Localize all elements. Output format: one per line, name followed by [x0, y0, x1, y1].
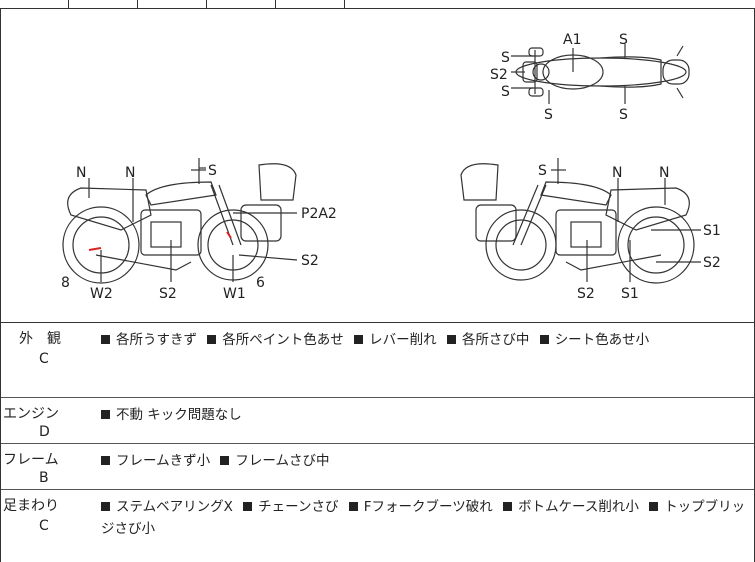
- condition-table: 外 観 C 各所うすきず 各所ペイント色あせ レバー削れ 各所さび中 シート色あ…: [0, 323, 755, 562]
- condition-item: トップブリッジさび小: [101, 499, 746, 537]
- label-s2: S2: [159, 286, 177, 302]
- row-label: エンジン: [3, 406, 59, 422]
- header-table-remnant: [0, 0, 755, 9]
- motorcycle-diagram-svg: A1 S S S2 S S S N N S P2A2 S2 8 6 W2 S2 …: [61, 32, 721, 302]
- label-n: N: [125, 165, 135, 181]
- label-s2: S2: [301, 253, 319, 269]
- condition-row-exterior: 外 観 C 各所うすきず 各所ペイント色あせ レバー削れ 各所さび中 シート色あ…: [1, 323, 754, 398]
- row-items: 不動 キック問題なし: [101, 404, 746, 426]
- condition-item: 各所うすきず: [116, 332, 197, 348]
- label-6: 6: [256, 275, 265, 291]
- condition-item: ボトムケース削れ小: [518, 499, 639, 515]
- condition-row-engine: エンジン D 不動 キック問題なし: [1, 398, 754, 444]
- condition-item: チェーンさび: [258, 499, 339, 515]
- condition-item: シート色あせ小: [554, 332, 650, 348]
- row-label: 外 観: [19, 331, 61, 347]
- label-s: S: [619, 107, 628, 123]
- condition-item: ステムベアリングX: [116, 499, 233, 515]
- table-divider: [206, 0, 207, 8]
- bullet-square-icon: [446, 335, 456, 344]
- label-s: S: [501, 84, 510, 100]
- label-s: S: [544, 107, 553, 123]
- row-label: フレーム: [3, 452, 59, 468]
- label-s1: S1: [621, 286, 639, 302]
- row-items: フレームきず小 フレームさび中: [101, 450, 746, 472]
- bullet-square-icon: [243, 502, 253, 511]
- left-view-motorcycle: [62, 158, 298, 284]
- row-grade: C: [39, 351, 49, 367]
- condition-item: 不動 キック問題なし: [116, 407, 242, 423]
- row-label: 足まわり: [3, 498, 59, 514]
- label-s2: S2: [490, 67, 508, 83]
- label-s: S: [619, 32, 628, 48]
- right-view-motorcycle: [460, 158, 701, 284]
- bullet-square-icon: [348, 502, 358, 511]
- damage-diagram: A1 S S S2 S S S N N S P2A2 S2 8 6 W2 S2 …: [0, 8, 755, 323]
- table-divider: [344, 0, 345, 8]
- label-s: S: [208, 163, 217, 179]
- condition-row-suspension: 足まわり C ステムベアリングX チェーンさび Fフォークブーツ破れ ボトムケー…: [1, 490, 754, 562]
- label-8: 8: [61, 275, 70, 291]
- condition-item: 各所ペイント色あせ: [222, 332, 344, 348]
- row-grade: D: [39, 424, 50, 440]
- row-grade: C: [39, 518, 49, 534]
- label-s2: S2: [577, 286, 595, 302]
- bullet-square-icon: [101, 335, 110, 344]
- bullet-square-icon: [101, 410, 110, 419]
- label-n: N: [612, 165, 622, 181]
- label-s: S: [501, 50, 510, 66]
- bullet-square-icon: [503, 502, 513, 511]
- bullet-square-icon: [539, 335, 549, 344]
- bullet-square-icon: [101, 502, 110, 511]
- bullet-square-icon: [354, 335, 364, 344]
- condition-row-frame: フレーム B フレームきず小 フレームさび中: [1, 444, 754, 490]
- label-s1: S1: [703, 223, 721, 239]
- condition-item: フレームきず小: [116, 453, 211, 469]
- condition-item: フレームさび中: [235, 453, 330, 469]
- table-divider: [137, 0, 138, 8]
- bullet-square-icon: [207, 335, 217, 344]
- table-divider: [68, 0, 69, 8]
- table-divider: [275, 0, 276, 8]
- top-view-motorcycle: [511, 44, 690, 104]
- label-n: N: [76, 165, 86, 181]
- label-s2: S2: [703, 255, 721, 271]
- bullet-square-icon: [220, 456, 230, 465]
- condition-item: 各所さび中: [461, 332, 530, 348]
- label-w1: W1: [223, 286, 246, 302]
- label-n: N: [659, 165, 669, 181]
- bullet-square-icon: [101, 456, 110, 465]
- row-items: 各所うすきず 各所ペイント色あせ レバー削れ 各所さび中 シート色あせ小: [101, 329, 746, 351]
- condition-item: Fフォークブーツ破れ: [363, 499, 493, 515]
- row-grade: B: [39, 470, 49, 486]
- label-w2: W2: [90, 286, 113, 302]
- row-items: ステムベアリングX チェーンさび Fフォークブーツ破れ ボトムケース削れ小 トッ…: [101, 496, 746, 540]
- label-p2a2: P2A2: [301, 206, 337, 222]
- label-s: S: [538, 163, 547, 179]
- label-a1: A1: [563, 32, 581, 48]
- bullet-square-icon: [649, 502, 659, 511]
- condition-item: レバー削れ: [369, 332, 437, 348]
